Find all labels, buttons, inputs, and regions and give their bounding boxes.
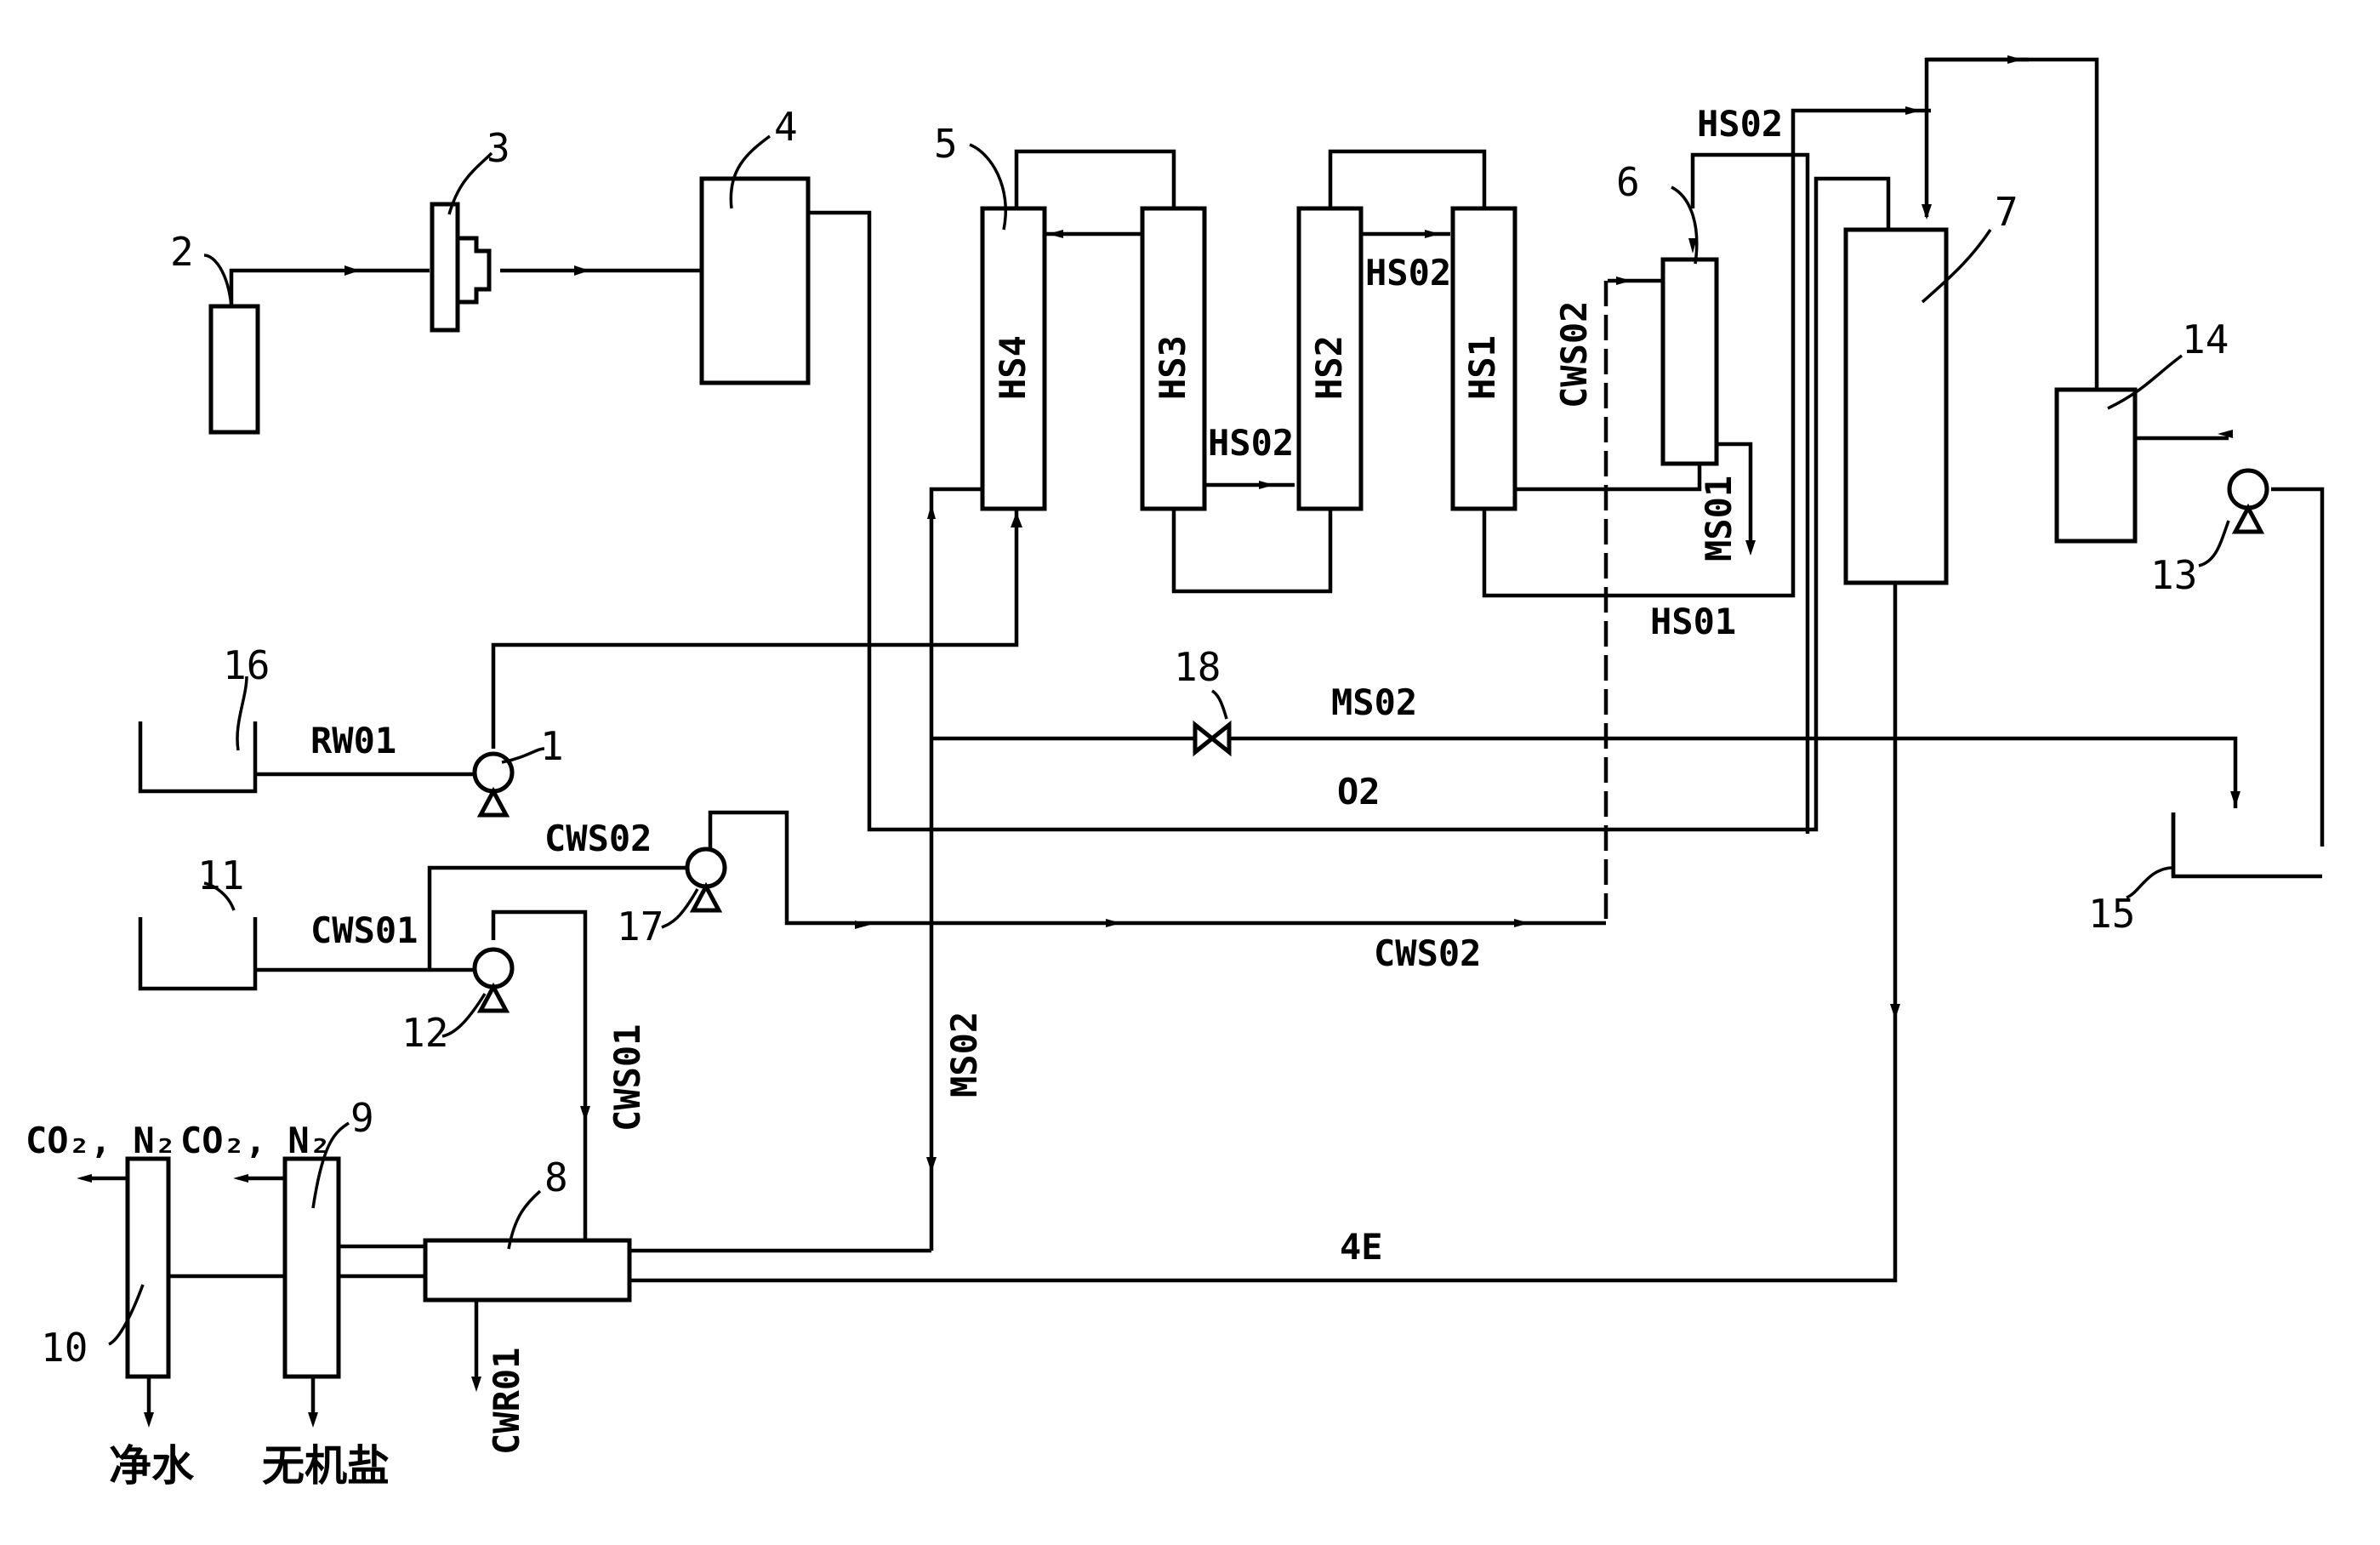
exchanger-6	[1660, 257, 1719, 466]
stream-ms02-v: MS02	[943, 1012, 985, 1097]
stream-ms02-h: MS02	[1331, 681, 1417, 723]
label-12: 12	[401, 1010, 448, 1056]
stream-cws01-v: CWS01	[606, 1024, 648, 1132]
vessel-4	[699, 176, 811, 385]
column-hs1	[1450, 206, 1517, 511]
stream-cws02-v: CWS02	[1553, 301, 1595, 408]
pump-1	[472, 751, 515, 818]
stream-4e: 4E	[1340, 1226, 1383, 1268]
stream-ms01: MS01	[1698, 476, 1739, 562]
vessel-14	[2054, 387, 2138, 544]
column-label-hs4: HS4	[992, 335, 1033, 400]
column-label-hs2: HS2	[1308, 335, 1350, 400]
label-18: 18	[1174, 644, 1221, 690]
separator-10	[125, 1156, 171, 1379]
label-2: 2	[170, 229, 194, 275]
label-6: 6	[1616, 159, 1640, 205]
pump-13	[2227, 468, 2269, 534]
column-hs4	[980, 206, 1047, 511]
column-hs3	[1140, 206, 1207, 511]
tank-16	[138, 721, 258, 794]
pump-12	[472, 947, 515, 1013]
label-17: 17	[617, 904, 663, 949]
label-9: 9	[350, 1095, 374, 1141]
label-14: 14	[2182, 316, 2229, 362]
label-10: 10	[41, 1325, 88, 1371]
output-clean-water: 净水	[109, 1441, 195, 1491]
tank-2	[208, 304, 260, 435]
label-3: 3	[487, 125, 510, 171]
column-labels: HS4 HS3 HS2 HS1	[992, 335, 1503, 400]
stream-o2: O2	[1337, 771, 1381, 812]
label-8: 8	[544, 1154, 568, 1200]
gas-outlet-10: CO₂, N₂	[26, 1120, 176, 1161]
column-hs2	[1296, 206, 1364, 511]
output-labels: 净水 无机盐	[109, 1441, 390, 1491]
label-13: 13	[2150, 552, 2197, 598]
label-1: 1	[540, 723, 564, 769]
label-11: 11	[197, 852, 244, 898]
label-7: 7	[1995, 189, 2018, 235]
valve-18	[1193, 720, 1232, 757]
stream-cws02-bottom: CWS02	[1374, 932, 1481, 974]
stream-cwr01: CWR01	[486, 1348, 527, 1455]
leader-lines	[108, 134, 2230, 1346]
stream-rw01: RW01	[310, 720, 396, 761]
stream-hs02-top: HS02	[1365, 252, 1451, 294]
gas-outlet-9: CO₂, N₂	[180, 1120, 331, 1161]
label-4: 4	[774, 104, 798, 150]
tank-11	[138, 917, 258, 991]
filter-3	[430, 202, 460, 333]
label-5: 5	[934, 121, 958, 167]
stream-hs01: HS01	[1650, 601, 1736, 642]
filter-3-flange	[455, 236, 492, 305]
equipment	[125, 176, 2269, 1379]
stream-cws01-h: CWS01	[310, 909, 418, 951]
stream-labels: RW01 CWS01 CWS02 CWS02 CWS01 MS02 MS02 O…	[26, 103, 1783, 1455]
stream-hs02-mid: HS02	[1208, 422, 1294, 464]
reactor-7	[1843, 227, 1949, 585]
stream-hs02-right: HS02	[1697, 103, 1783, 145]
stream-cws02-pump: CWS02	[544, 818, 652, 859]
output-inorganic-salt: 无机盐	[262, 1441, 390, 1491]
component-numbers: 1 2 3 4 5 6 7 8 9 10 11 12 13 14 15 16 1…	[41, 104, 2229, 1371]
label-15: 15	[2088, 891, 2135, 937]
separator-9	[282, 1156, 341, 1379]
flow-arrows	[77, 55, 2241, 1428]
label-16: 16	[223, 642, 270, 688]
pump-17	[685, 847, 727, 913]
exchanger-8	[423, 1238, 632, 1303]
column-label-hs3: HS3	[1152, 335, 1193, 400]
column-label-hs1: HS1	[1461, 335, 1503, 400]
